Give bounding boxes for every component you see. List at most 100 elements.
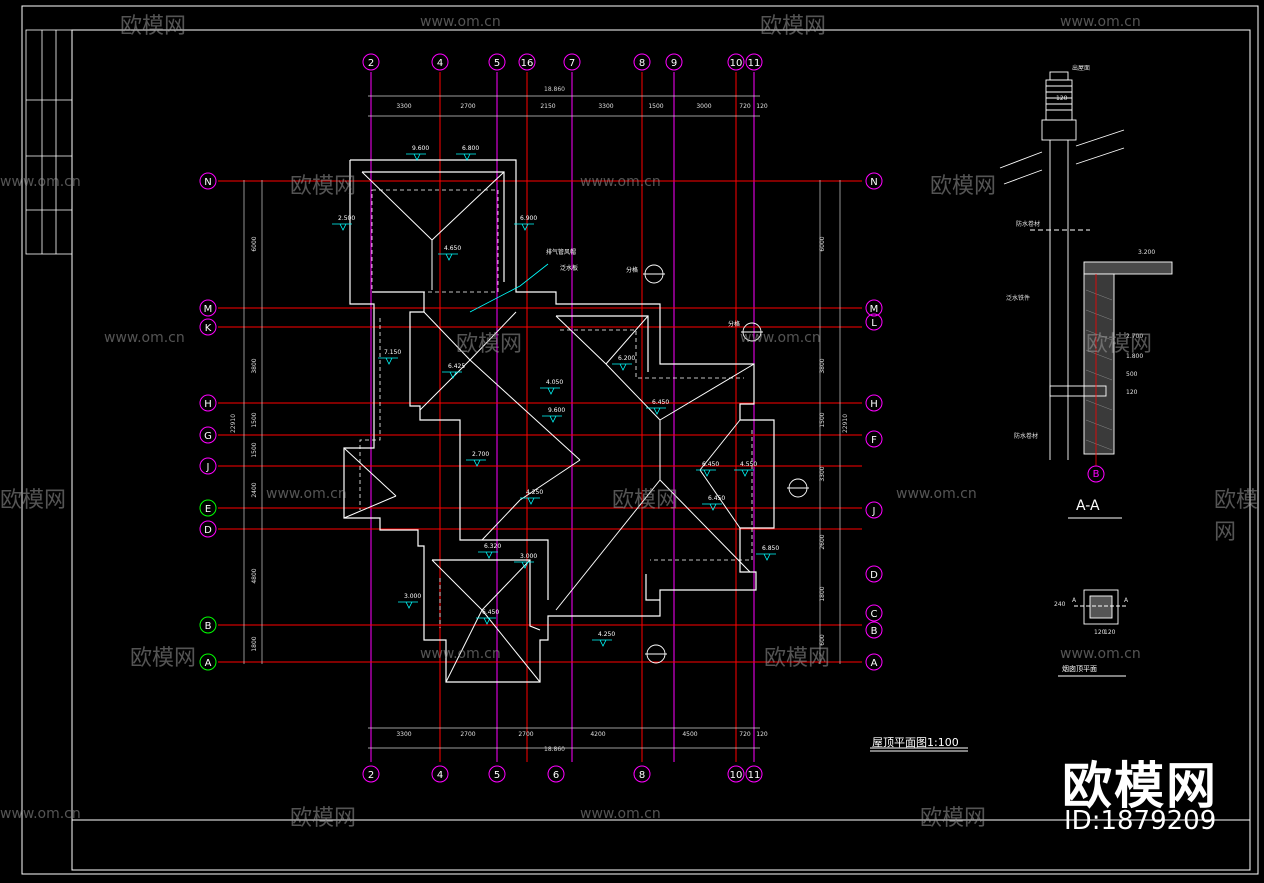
axis-bubble-top <box>518 53 536 71</box>
axis-bubble-right <box>865 299 883 317</box>
elevation-text: 6.320 <box>484 543 501 550</box>
section-leader-text: 防水卷材 <box>1016 220 1040 228</box>
axis-label-right: L <box>871 318 877 329</box>
plan-note-text: 分格 <box>728 320 740 328</box>
watermark-brand-11: 欧模网 <box>764 646 831 671</box>
wall-dashed-lines <box>359 189 753 628</box>
watermark-id: ID:1879209 <box>1064 806 1217 836</box>
watermark-site-4: www.om.cn <box>0 174 81 190</box>
elevation-text: 4.650 <box>444 245 461 252</box>
axis-bubble-right <box>865 430 883 448</box>
dim-text-top: 3300 <box>396 103 411 110</box>
dim-text-left: 1500 <box>251 442 258 457</box>
axis-label-bottom: 11 <box>748 770 761 781</box>
dim-text-right: 600 <box>819 634 826 646</box>
axis-bubble-right <box>865 394 883 412</box>
axis-bubble-bottom <box>745 765 763 783</box>
axis-bubble-top <box>745 53 763 71</box>
watermark-site-1: www.om.cn <box>420 14 501 30</box>
axis-bubble-left <box>199 426 217 444</box>
axis-label-left: H <box>204 399 212 410</box>
axis-label-right: H <box>870 399 878 410</box>
elevation-mark-triangle <box>405 601 413 609</box>
elevation-text: 6.900 <box>520 215 537 222</box>
elevation-mark-triangle <box>521 561 529 569</box>
elevation-text: 4.250 <box>598 631 615 638</box>
dim-text-right: 3300 <box>819 466 826 481</box>
section-label-text: 120 <box>1056 95 1068 102</box>
elevation-mark-triangle <box>703 469 711 477</box>
watermark-brand-large: 欧模网 <box>1062 757 1218 815</box>
elevation-mark-triangle <box>483 617 491 625</box>
elevation-text: 9.600 <box>412 145 429 152</box>
elevation-mark-triangle <box>763 553 771 561</box>
axis-bubble-bottom <box>362 765 380 783</box>
watermark-site-8: www.om.cn <box>896 486 977 502</box>
axis-bubble-right <box>865 565 883 583</box>
axis-bubble-left <box>199 318 217 336</box>
dim-text-bottom: 120 <box>756 731 768 738</box>
axis-bubble-top <box>563 53 581 71</box>
watermark-brand-13: 欧模网 <box>920 806 987 831</box>
dim-text-left: 6000 <box>251 236 258 251</box>
axis-label-top: 8 <box>639 58 645 69</box>
detail-dim-text: 120 <box>1094 629 1106 636</box>
axis-label-top: 9 <box>671 58 677 69</box>
overall-dim-top: 18.860 <box>544 86 565 93</box>
dim-text-bottom: 2700 <box>518 731 533 738</box>
section-label-text: 2.700 <box>1126 333 1143 340</box>
dim-text-left: 2400 <box>251 482 258 497</box>
axis-bubble-bottom <box>633 765 651 783</box>
elevation-mark-triangle <box>445 253 453 261</box>
axis-bubble-right <box>865 621 883 639</box>
axis-bubble-right <box>865 604 883 622</box>
horizontal-axis-lines: NMKHGJEDBANMLHFJDCBA60003800150015002400… <box>199 172 883 671</box>
axis-label-top: 7 <box>569 58 575 69</box>
axis-bubble-right <box>865 172 883 190</box>
dim-text-right: 1800 <box>819 586 826 601</box>
section-axis-bubble <box>1087 465 1105 483</box>
watermark-site-11: www.om.cn <box>0 806 81 822</box>
watermark-site-6: www.om.cn <box>740 330 821 346</box>
axis-bubble-left <box>199 457 217 475</box>
dim-text-right: 6000 <box>819 236 826 251</box>
elevation-text: 9.600 <box>548 407 565 414</box>
elevation-text: 4.050 <box>546 379 563 386</box>
elevation-mark-triangle <box>527 497 535 505</box>
axis-label-right: A <box>871 658 878 669</box>
plan-note-text: 泛水板 <box>560 264 578 272</box>
dim-text-top: 3300 <box>598 103 613 110</box>
axis-label-left: E <box>205 504 211 515</box>
watermark-site-3: www.om.cn <box>580 174 661 190</box>
elevation-text: 6.450 <box>652 399 669 406</box>
axis-label-bottom: 10 <box>730 770 743 781</box>
section-hatch <box>1085 289 1113 451</box>
axis-bubble-left <box>199 394 217 412</box>
overall-dim-right: 22910 <box>842 413 850 434</box>
axis-bubble-bottom <box>488 765 506 783</box>
section-title: A-A <box>1076 498 1100 514</box>
elevation-mark-triangle <box>547 387 555 395</box>
section-label-text: 500 <box>1126 371 1138 378</box>
plan-note-text: 排气管风帽 <box>546 248 576 256</box>
dim-text-left: 1800 <box>251 636 258 651</box>
overall-dim-left: 22910 <box>230 413 238 434</box>
elevation-mark-triangle <box>449 371 457 379</box>
elevation-text: 6.850 <box>762 545 779 552</box>
axis-bubble-top <box>727 53 745 71</box>
axis-label-left: G <box>204 431 212 442</box>
axis-label-right: C <box>871 609 878 620</box>
elevation-mark-triangle <box>549 415 557 423</box>
watermark-brand-12: 欧模网 <box>290 806 357 831</box>
dim-text-bottom: 720 <box>739 731 751 738</box>
axis-bubble-left <box>199 499 217 517</box>
axis-label-right: B <box>871 626 878 637</box>
detail-dim-text: 240 <box>1054 601 1066 608</box>
watermark-brand-2: 欧模网 <box>760 14 827 39</box>
axis-bubble-right <box>865 313 883 331</box>
axis-label-right: J <box>872 506 876 517</box>
watermark-brand-6: 欧模网 <box>1086 332 1153 357</box>
detail-dim-text: 120 <box>1104 629 1116 636</box>
overall-dim-bottom: 18.860 <box>544 746 565 753</box>
